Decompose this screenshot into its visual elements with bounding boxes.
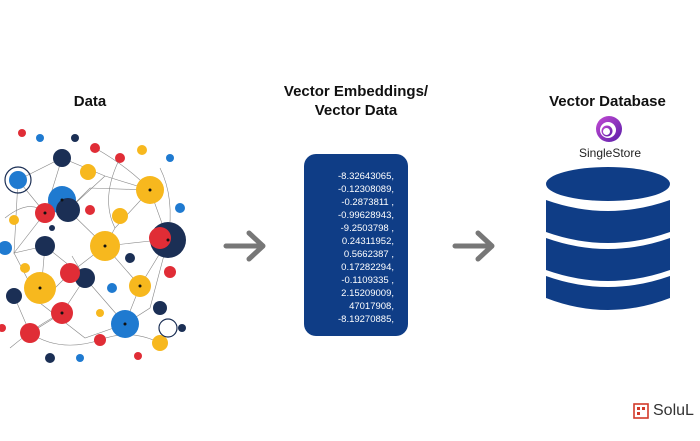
vector-value: 0.5662387 , (343, 249, 394, 260)
vector-value: -0.2873811 , (341, 197, 394, 208)
brand-logo-icon (633, 403, 649, 419)
embeddings-heading: Vector Embeddings/ Vector Data (262, 82, 450, 120)
vector-value: 0.24311952, (341, 236, 394, 247)
vector-values-card: -8.32643065, -0.12308089, -0.2873811 , -0.9… (304, 154, 408, 336)
vector-value: -8.19270885, (338, 314, 394, 325)
network-graph-icon (0, 129, 186, 363)
vector-value: 0.17282294, (341, 262, 394, 273)
network-rings (4, 166, 178, 338)
vector-value: -8.32643065, (338, 171, 394, 182)
vector-value: 2.15209009, (341, 288, 394, 299)
vector-value: -9.2503798 , (340, 223, 394, 234)
singlestore-logo-icon (596, 116, 622, 142)
vector-value: -0.1109335 , (341, 275, 394, 286)
database-heading: Vector Database (549, 93, 666, 110)
vector-value: -0.12308089, (338, 184, 394, 195)
singlestore-brand-label: SingleStore (578, 146, 642, 160)
arrow-right-icon (223, 230, 266, 262)
database-icon (546, 167, 670, 310)
embeddings-heading-line1: Vector Embeddings/ (283, 83, 429, 100)
network-node-centers (38, 188, 170, 326)
vector-value: 47017908, (349, 301, 394, 312)
arrow-right-icon (452, 230, 495, 262)
embeddings-heading-line2: Vector Data (314, 102, 398, 119)
vector-value: -0.99628943, (338, 210, 394, 221)
data-heading: Data (73, 93, 107, 110)
watermark-text: SoluL (653, 402, 694, 419)
network-nodes (0, 129, 186, 363)
watermark-brand: SoluL (633, 402, 694, 420)
